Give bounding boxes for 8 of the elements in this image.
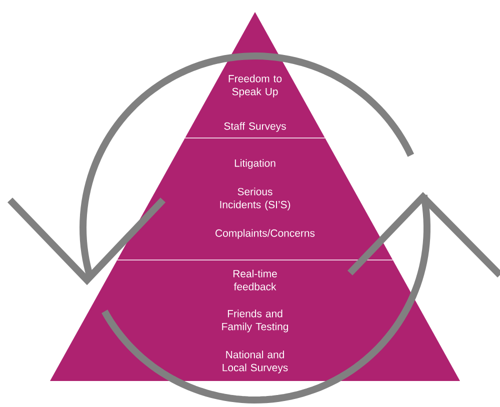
band-text: National and Local Surveys [222,350,288,374]
band-text: Freedom to Speak Up [228,74,282,98]
band-text: Real-time feedback [233,270,277,290]
band-text: Litigation [234,159,276,169]
band-text: Serious Incidents (SI’S) [220,188,290,210]
band-text: Staff Surveys [224,122,286,132]
band-text: Complaints/Concerns [216,229,315,239]
band-text: Friends and Family Testing [222,310,288,332]
